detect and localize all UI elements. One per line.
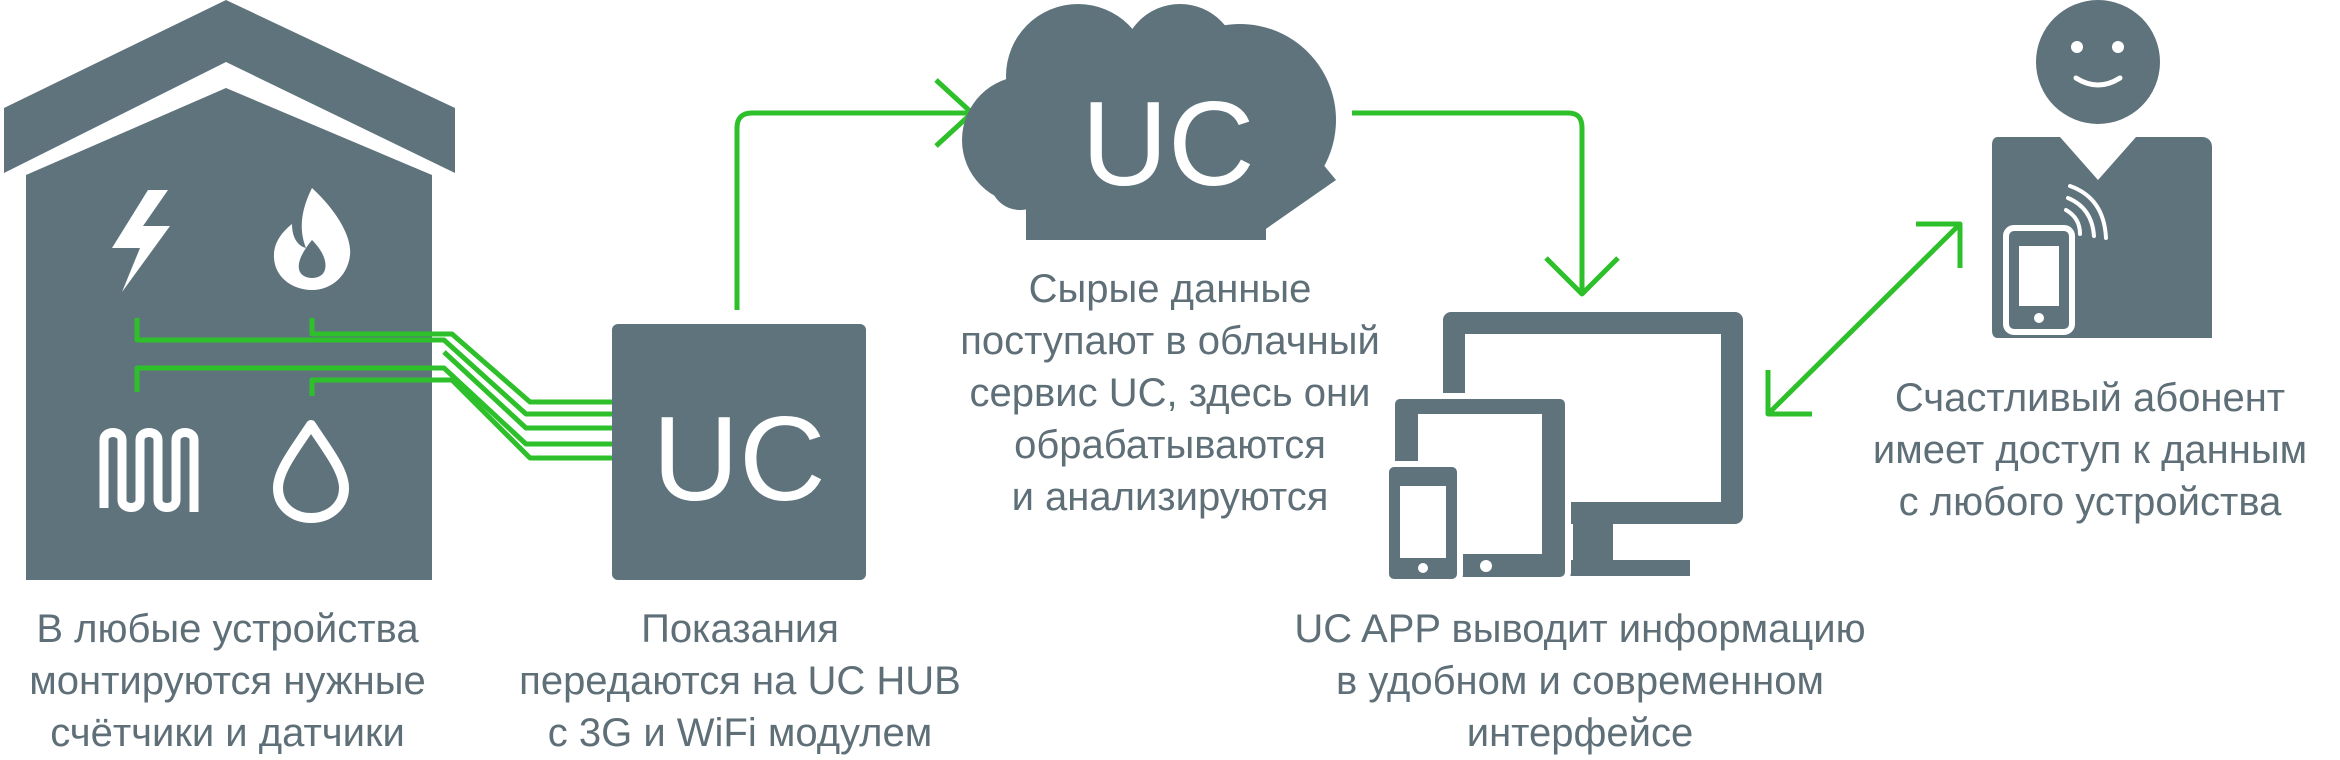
person-smile	[2073, 75, 2123, 88]
cloud-caption-line: обрабатываются	[1014, 423, 1326, 467]
hub-caption-line: Показания	[641, 607, 839, 651]
cloud-caption: Сырые данные поступают в облачный сервис…	[905, 263, 1435, 523]
person-caption-line: с любого устройства	[1898, 480, 2282, 524]
devices-caption-line: в удобном и современном	[1335, 659, 1825, 703]
sensor-wires	[134, 318, 612, 461]
cloud-caption-line: и анализируются	[1011, 475, 1329, 519]
hub-caption-line: передаются на UC HUB	[519, 659, 961, 703]
cloud-caption-line: Сырые данные	[1028, 267, 1312, 311]
house-caption: В любые устройства монтируются нужные сч…	[0, 603, 455, 759]
person-caption-line: Счастливый абонент	[1894, 376, 2286, 420]
heater-icon	[99, 428, 199, 512]
hub-label: UC	[652, 392, 825, 526]
person-eye-right	[2112, 41, 2124, 53]
flame-icon	[273, 188, 351, 290]
cloud-icon	[962, 4, 1336, 240]
house-caption-line: В любые устройства	[36, 607, 419, 651]
devices-caption-line: интерфейсе	[1466, 711, 1694, 755]
arrow-cloud-to-devices	[1352, 110, 1620, 297]
hub-box-icon	[612, 324, 866, 580]
person-eye-left	[2071, 41, 2083, 53]
water-drop-icon	[273, 420, 349, 523]
hub-caption: Показания передаются на UC HUB с 3G и Wi…	[490, 603, 990, 759]
house-caption-line: монтируются нужные	[29, 659, 426, 703]
cloud-caption-line: сервис UC, здесь они	[969, 371, 1371, 415]
arrow-devices-person	[1765, 221, 1963, 417]
lightning-icon	[112, 190, 170, 292]
person-caption-line: имеет доступ к данным	[1872, 428, 2308, 472]
house-icon	[4, 0, 455, 580]
cloud-caption-line: поступают в облачный	[960, 319, 1380, 363]
house-caption-line: счётчики и датчики	[50, 711, 405, 755]
devices-caption: UC APP выводит информацию в удобном и со…	[1240, 603, 1920, 759]
cloud-label: UC	[1081, 77, 1254, 211]
house-roof	[4, 0, 455, 173]
phone-icon	[1383, 461, 1463, 585]
devices-caption-line: UC APP выводит информацию	[1294, 607, 1866, 651]
person-caption: Счастливый абонент имеет доступ к данным…	[1845, 372, 2335, 528]
smartphone-wireless-icon	[2003, 184, 2108, 335]
hub-caption-line: с 3G и WiFi модулем	[547, 711, 933, 755]
